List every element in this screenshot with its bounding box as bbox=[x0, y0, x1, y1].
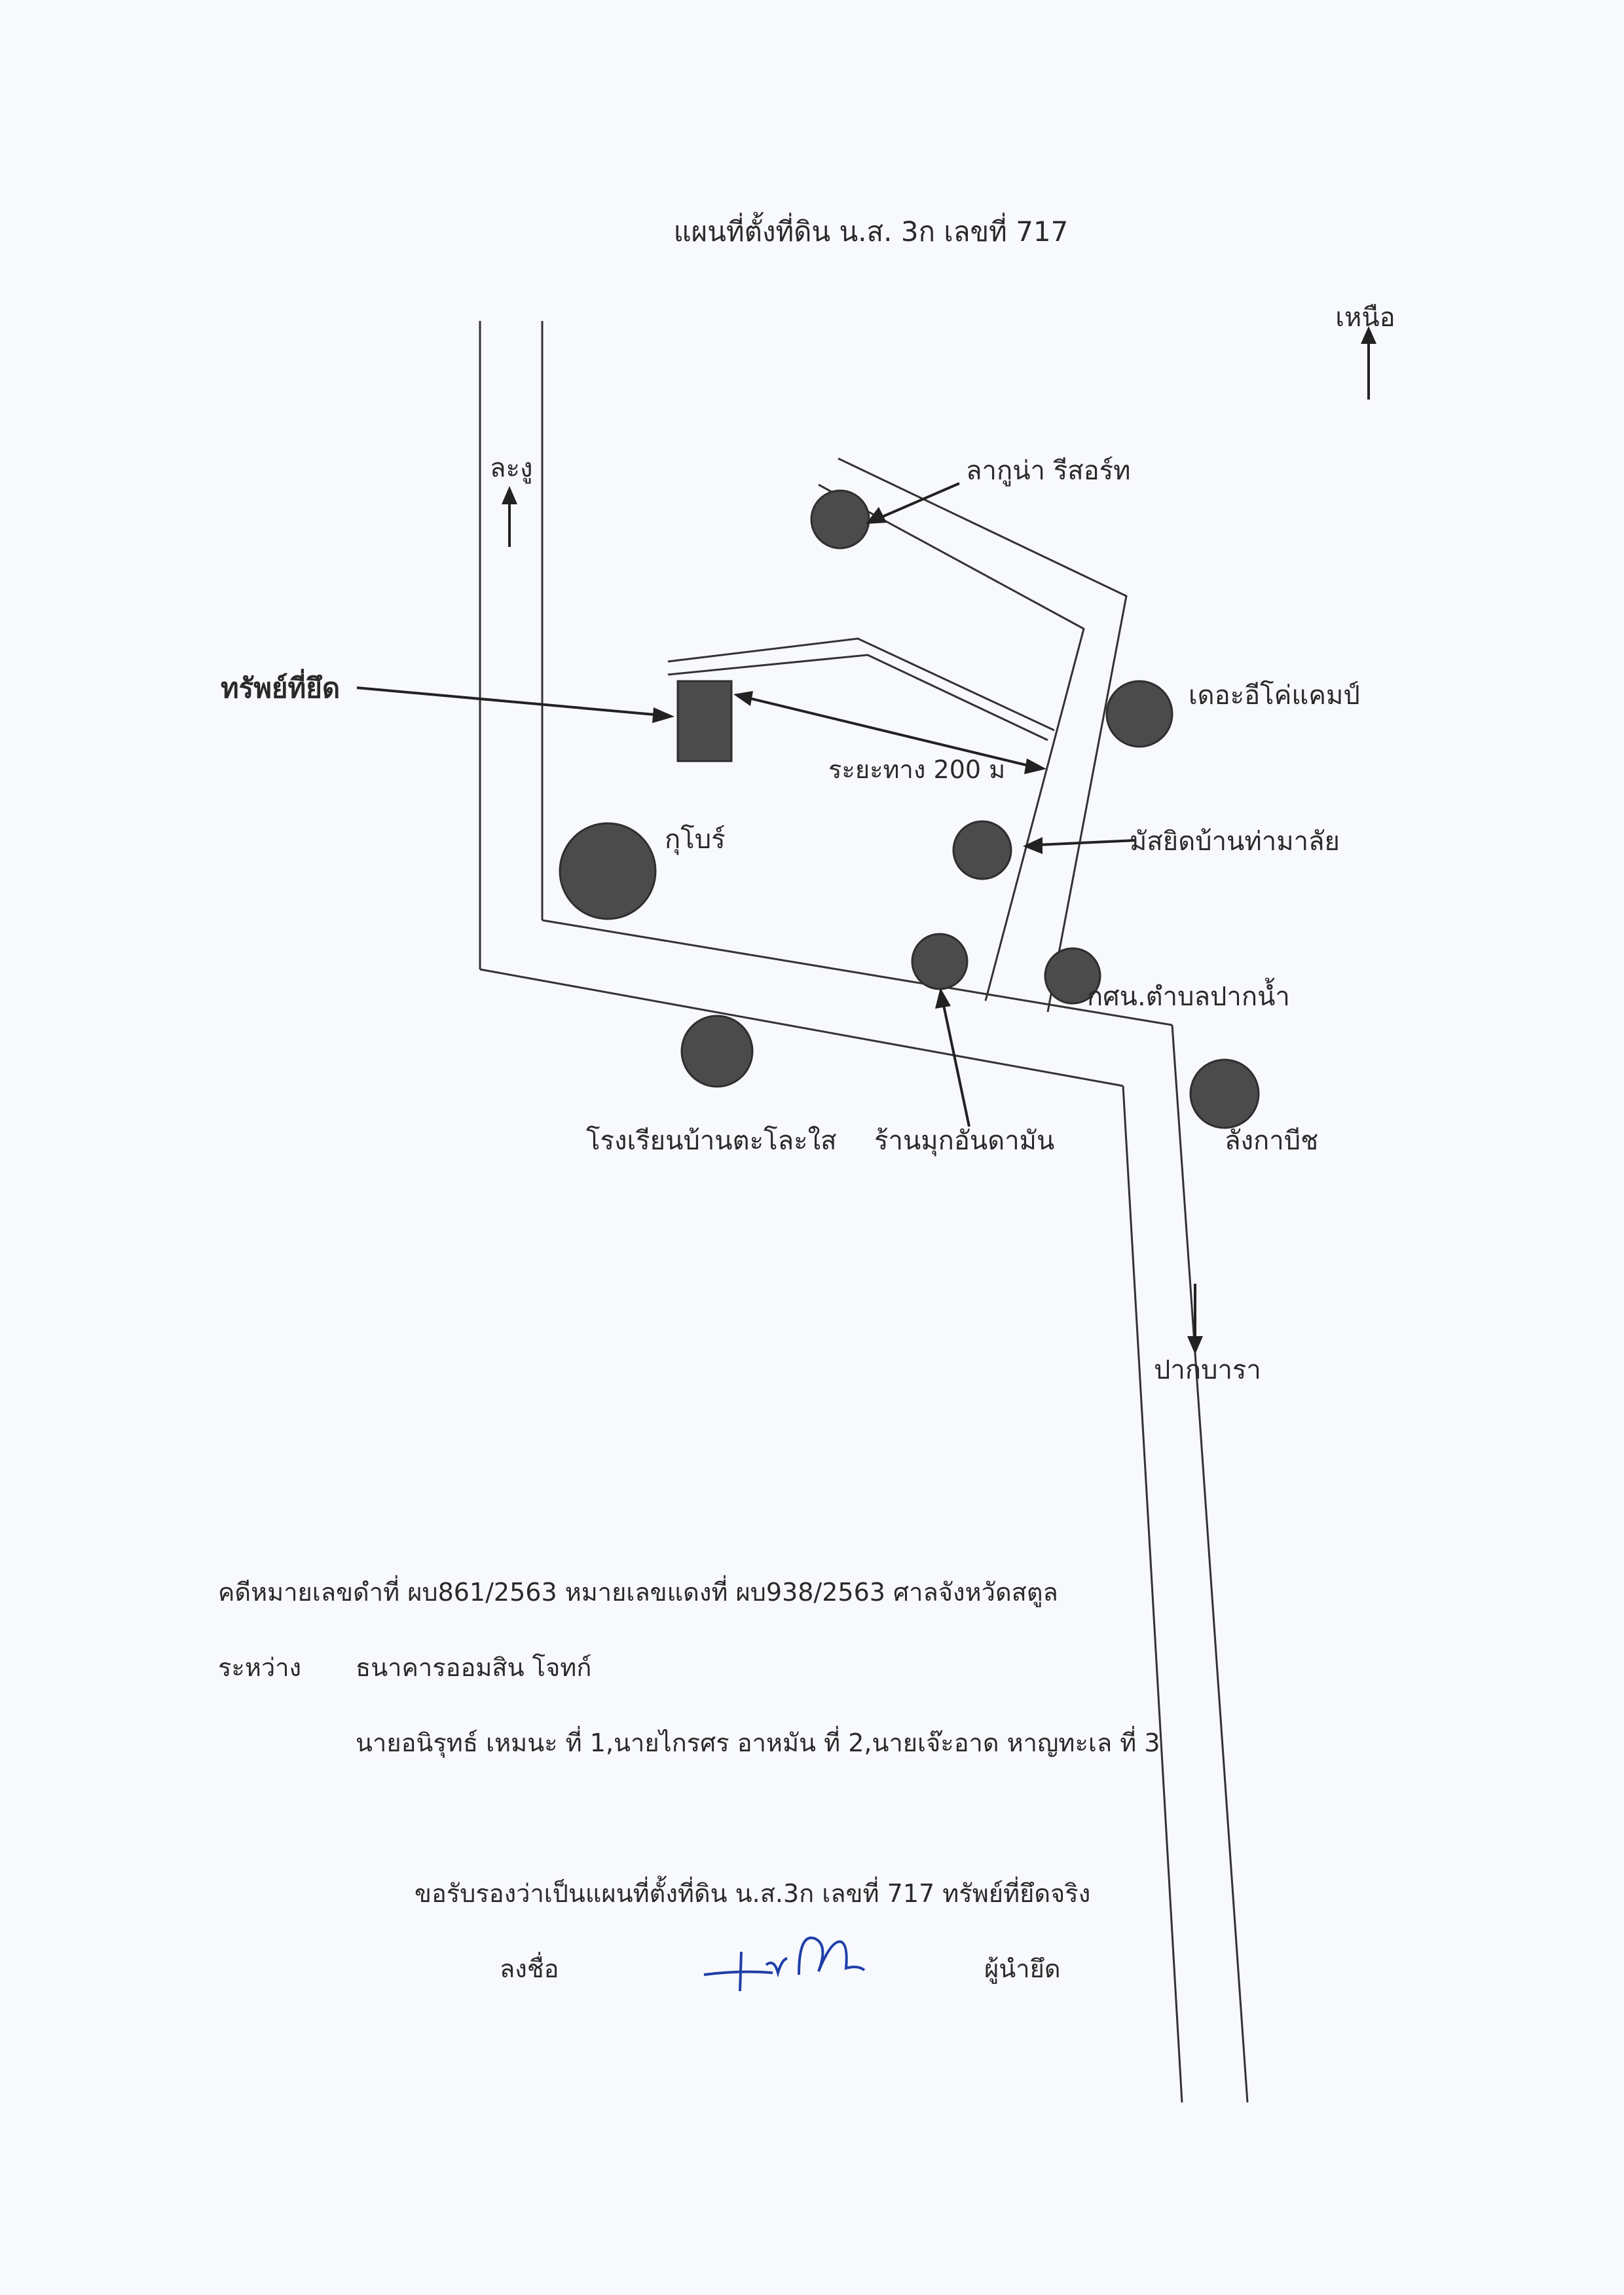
road-northeast bbox=[818, 457, 1128, 1013]
landmark-school bbox=[680, 1015, 754, 1088]
landmark-langka bbox=[1189, 1058, 1260, 1129]
seized-pointer-line bbox=[356, 686, 662, 717]
landmark-kupo bbox=[559, 822, 657, 920]
road-access-lane bbox=[667, 637, 1055, 741]
landmark-shop bbox=[911, 933, 969, 990]
langka-label: ลังกาบีช bbox=[1225, 1126, 1318, 1156]
seized-pointer-head-icon bbox=[652, 707, 674, 723]
shop-label: ร้านมุกอันดามัน bbox=[874, 1126, 1054, 1157]
shop-pointer-line bbox=[942, 1001, 970, 1127]
north-label: เหนือ bbox=[1335, 303, 1395, 333]
defendants: นายอนิรุทธ์ เหมนะ ที่ 1,นายไกรศร อาหมัน … bbox=[356, 1728, 1160, 1757]
distance-head-right-icon bbox=[1024, 758, 1046, 774]
landmark-laguna bbox=[810, 489, 870, 550]
landmark-ecocamp bbox=[1105, 680, 1173, 748]
road-main-diagonal bbox=[479, 919, 1249, 2103]
between-label: ระหว่าง bbox=[218, 1653, 302, 1682]
distance-line bbox=[746, 696, 1032, 768]
direction-up-label: ละงู bbox=[490, 453, 533, 483]
road-west-vertical bbox=[479, 321, 544, 969]
certification-statement: ขอรับรองว่าเป็นแผนที่ตั้งที่ดิน น.ส.3ก เ… bbox=[415, 1879, 1091, 1908]
kupo-label: กุโบร์ bbox=[665, 825, 726, 855]
landmark-kshn bbox=[1044, 947, 1101, 1005]
kshn-label: กศน.ตำบลปากน้ำ bbox=[1087, 977, 1290, 1012]
up-arrow-head-icon bbox=[502, 486, 517, 504]
handwritten-signature bbox=[703, 1936, 866, 1992]
direction-down-label: ปากบารา bbox=[1154, 1355, 1261, 1385]
north-arrow-head-icon bbox=[1361, 326, 1376, 344]
sign-label: ลงชื่อ bbox=[500, 1954, 559, 1983]
seized-property-marker bbox=[676, 680, 733, 762]
distance-label: ระยะทาง 200 ม bbox=[828, 755, 1005, 784]
mosque-pointer-head-icon bbox=[1023, 837, 1043, 854]
laguna-pointer-head-icon bbox=[866, 507, 887, 524]
shop-pointer-head-icon bbox=[935, 988, 951, 1009]
laguna-label: ลากูน่า รีสอร์ท bbox=[966, 456, 1130, 486]
mosque-label: มัสยิดบ้านท่ามาลัย bbox=[1130, 827, 1340, 857]
signer-role: ผู้นำยึด bbox=[984, 1954, 1061, 1983]
distance-head-left-icon bbox=[733, 691, 753, 706]
plaintiff: ธนาคารออมสิน โจทก์ bbox=[356, 1653, 592, 1682]
case-line: คดีหมายเลขดำที่ ผบ861/2563 หมายเลขแดงที่… bbox=[218, 1578, 1058, 1607]
seized-label: ทรัพย์ที่ยึด bbox=[221, 669, 340, 704]
laguna-pointer-line bbox=[880, 482, 960, 519]
ecocamp-label: เดอะอีโค่แคมป์ bbox=[1189, 681, 1360, 711]
map-title: แผนที่ตั้งที่ดิน น.ส. 3ก เลขที่ 717 bbox=[674, 212, 1069, 248]
mosque-pointer-line bbox=[1037, 839, 1137, 846]
down-arrow-head-icon bbox=[1187, 1336, 1203, 1354]
landmark-mosque bbox=[952, 820, 1012, 880]
school-label: โรงเรียนบ้านตะโละใส bbox=[586, 1125, 837, 1156]
